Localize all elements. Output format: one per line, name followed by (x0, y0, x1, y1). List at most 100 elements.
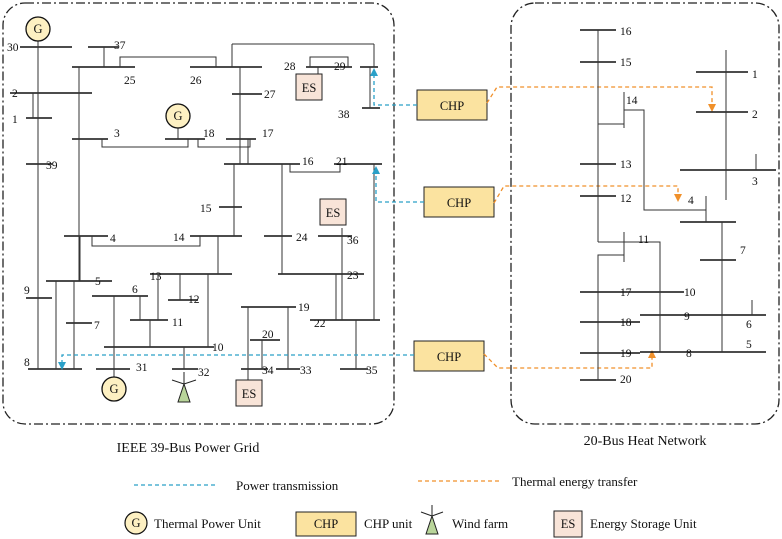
bus-label-32: 32 (198, 367, 210, 379)
heat-label-7: 7 (740, 245, 746, 257)
svg-text:G: G (131, 516, 140, 530)
svg-text:ES: ES (561, 517, 576, 531)
heat-label-20: 20 (620, 374, 632, 386)
heat-label-2: 2 (752, 109, 758, 121)
bus-label-37: 37 (114, 40, 126, 52)
chp-unit-middle: CHP (423, 186, 495, 218)
svg-text:ES: ES (302, 81, 317, 95)
chp-unit-top: CHP (416, 89, 488, 121)
bus-label-33: 33 (300, 365, 312, 377)
heat-label-5: 5 (746, 339, 752, 351)
heat-label-1: 1 (752, 69, 758, 81)
chp-unit-bottom: CHP (413, 340, 485, 372)
heat-label-8: 8 (686, 348, 692, 360)
bus-label-14: 14 (173, 232, 185, 244)
grid-caption: IEEE 39-Bus Power Grid (117, 441, 260, 456)
power-grid-branches (32, 30, 375, 380)
heat-label-3: 3 (752, 176, 758, 188)
heat-network-region (510, 2, 780, 425)
bus-label-31: 31 (136, 362, 148, 374)
thermal-transfer-lines (483, 86, 713, 369)
heat-label-14: 14 (626, 95, 638, 107)
legend-storage-icon (553, 510, 583, 538)
bus-label-11: 11 (172, 317, 183, 329)
heat-network-pipes (597, 30, 757, 380)
bus-label-2: 2 (12, 88, 18, 100)
heat-label-11: 11 (638, 234, 649, 246)
bus-label-15: 15 (200, 203, 212, 215)
bus-label-13: 13 (150, 271, 162, 283)
bus-label-4: 4 (110, 233, 116, 245)
heat-caption: 20-Bus Heat Network (584, 434, 707, 449)
legend-wind-icon (420, 505, 444, 535)
bus-label-16: 16 (302, 156, 314, 168)
heat-label-9: 9 (684, 311, 690, 323)
bus-label-36: 36 (347, 235, 359, 247)
power-bus-labels: 30 37 25 26 2 1 27 28 29 38 3 18 17 16 2… (7, 40, 378, 379)
bus-label-20: 20 (262, 329, 274, 341)
legend-wind-farm: Wind farm (452, 516, 508, 531)
generator-g-bus30: G (25, 16, 51, 42)
svg-text:ES: ES (242, 387, 257, 401)
svg-text:CHP: CHP (447, 196, 471, 210)
svg-text:G: G (33, 22, 42, 36)
legend: Power transmission Thermal energy transf… (124, 474, 697, 538)
heat-label-6: 6 (746, 319, 752, 331)
bus-label-18: 18 (203, 128, 215, 140)
bus-label-24: 24 (296, 232, 308, 244)
bus-label-12: 12 (188, 294, 200, 306)
bus-label-28: 28 (284, 61, 296, 73)
bus-label-10: 10 (212, 342, 224, 354)
legend-chp-unit: CHP unit (364, 516, 413, 531)
bus-label-19: 19 (298, 302, 310, 314)
wind-farm-icon (171, 372, 197, 403)
heat-node-labels: 16 15 14 1 2 13 3 12 4 11 7 17 10 9 6 18… (620, 26, 758, 386)
svg-text:CHP: CHP (440, 99, 464, 113)
bus-label-7: 7 (94, 320, 100, 332)
bus-label-39: 39 (46, 160, 58, 172)
svg-text:G: G (109, 382, 118, 396)
bus-label-30: 30 (7, 42, 19, 54)
heat-label-17: 17 (620, 287, 632, 299)
bus-label-35: 35 (366, 365, 378, 377)
svg-text:CHP: CHP (314, 517, 338, 531)
generator-g-bus31: G (101, 376, 127, 402)
generator-g-bus3: G (165, 103, 191, 129)
heat-label-12: 12 (620, 193, 632, 205)
heat-label-15: 15 (620, 57, 632, 69)
legend-generator-icon (124, 511, 148, 535)
heat-label-19: 19 (620, 348, 632, 360)
energy-storage-box-36: ES (319, 198, 347, 226)
legend-power-transmission: Power transmission (236, 478, 339, 493)
bus-label-34: 34 (262, 365, 274, 377)
power-grid-region (2, 2, 395, 425)
heat-label-10: 10 (684, 287, 696, 299)
bus-label-26: 26 (190, 75, 202, 87)
bus-label-8: 8 (24, 357, 30, 369)
heat-label-16: 16 (620, 26, 632, 38)
heat-label-13: 13 (620, 159, 632, 171)
heat-network-nodes (580, 29, 776, 381)
bus-label-38: 38 (338, 109, 350, 121)
power-arrowheads (58, 68, 380, 370)
bus-label-6: 6 (132, 284, 138, 296)
bus-label-1: 1 (12, 114, 18, 126)
svg-text:G: G (173, 109, 182, 123)
energy-storage-box-34: ES (235, 379, 263, 407)
bus-label-25: 25 (124, 75, 136, 87)
power-transmission-lines (61, 72, 424, 366)
bus-label-27: 27 (264, 89, 276, 101)
bus-label-21: 21 (336, 156, 348, 168)
bus-label-23: 23 (347, 270, 359, 282)
heat-label-18: 18 (620, 317, 632, 329)
legend-thermal-power-unit: Thermal Power Unit (154, 516, 261, 531)
bus-label-22: 22 (314, 318, 326, 330)
thermal-arrowheads (648, 104, 716, 358)
legend-chp-icon (295, 511, 357, 537)
bus-label-17: 17 (262, 128, 274, 140)
bus-label-5: 5 (95, 276, 101, 288)
heat-label-4: 4 (688, 195, 694, 207)
bus-label-29: 29 (334, 61, 346, 73)
energy-storage-box-28: ES (295, 73, 323, 101)
